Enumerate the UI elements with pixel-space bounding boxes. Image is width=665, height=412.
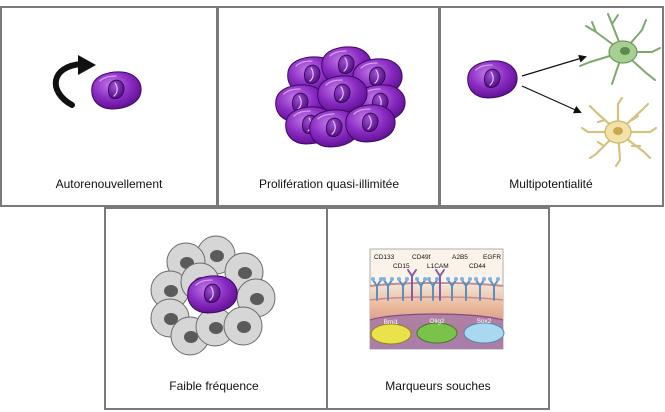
marker-label: EGFR xyxy=(483,254,501,261)
nuclear-marker-label: Olig2 xyxy=(429,318,445,325)
cell-cluster-icon xyxy=(275,46,406,148)
marker-label: L1CAM xyxy=(427,263,449,270)
marker-label: CD15 xyxy=(393,263,410,270)
astrocyte-icon xyxy=(580,96,658,168)
marker-label: CD133 xyxy=(374,254,395,261)
panel-caption: Faible fréquence xyxy=(169,379,259,393)
panel-low-frequency: Faible fréquence xyxy=(104,207,328,410)
panel-proliferation: Prolifération quasi-illimitée xyxy=(217,6,440,207)
marker-label: A2B5 xyxy=(452,254,468,261)
neuron-icon xyxy=(579,13,661,85)
panel-multipotency: Multipotentialité xyxy=(439,6,664,207)
stem-cell-icon xyxy=(91,71,142,110)
panel-border xyxy=(439,6,664,207)
panel-caption: Prolifération quasi-illimitée xyxy=(259,177,399,191)
curved-arrow-icon xyxy=(52,55,96,108)
marker-label: CD49f xyxy=(412,254,431,261)
panel-caption: Multipotentialité xyxy=(509,177,593,191)
arrow-icon xyxy=(521,85,582,114)
membrane-markers-icon: CD133 CD49f A2B5 EGFR CD15 L1CAM CD44 Bm… xyxy=(369,248,505,350)
arrow-icon xyxy=(521,54,587,77)
panel-stem-markers: CD133 CD49f A2B5 EGFR CD15 L1CAM CD44 Bm… xyxy=(326,207,550,410)
marker-label: CD44 xyxy=(469,263,486,270)
panel-self-renewal: Autorenouvellement xyxy=(0,6,218,207)
panel-caption: Autorenouvellement xyxy=(56,177,163,191)
receptor-icon xyxy=(370,269,501,301)
stem-cell-icon xyxy=(467,60,518,99)
nuclear-marker-label: Sox2 xyxy=(477,318,492,325)
panel-caption: Marqueurs souches xyxy=(385,379,490,393)
nuclear-marker-label: Bmi1 xyxy=(384,319,399,326)
